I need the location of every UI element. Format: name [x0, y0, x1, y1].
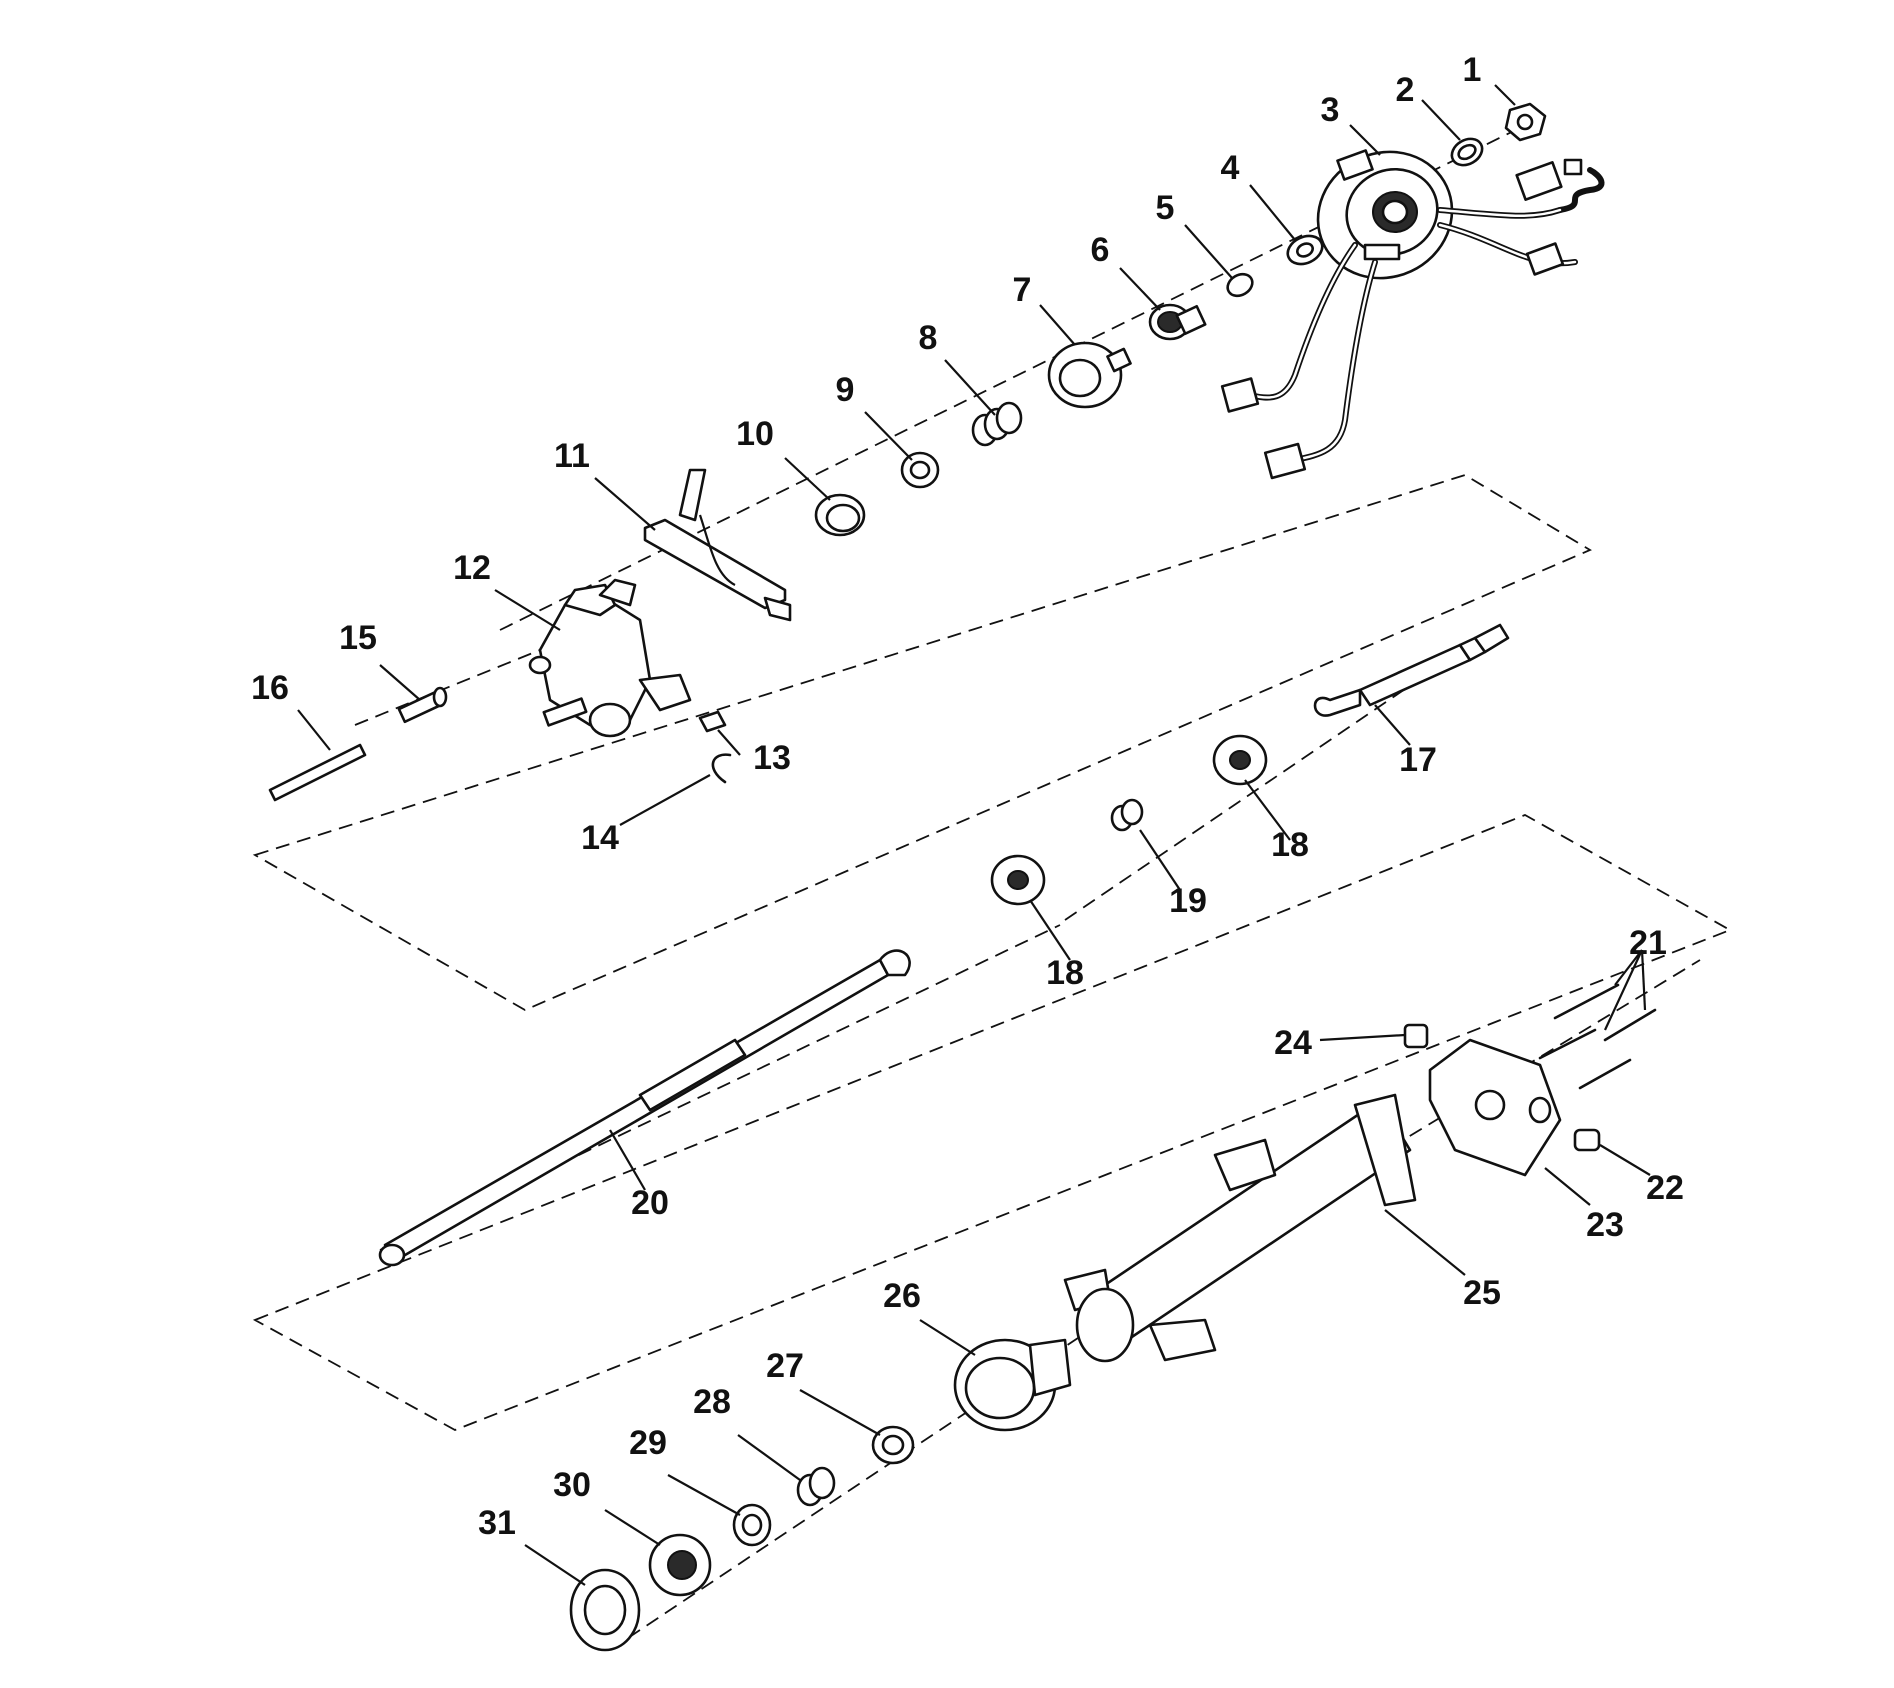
part-centering-sphere: [1212, 734, 1268, 786]
part-lock-housing: [528, 578, 692, 738]
part-shim: [732, 1503, 772, 1547]
callout-21: 21: [1629, 924, 1667, 962]
callout-25: 25: [1463, 1274, 1501, 1312]
callout-8: 8: [919, 319, 938, 357]
part-nut: [1504, 102, 1547, 142]
group-box-jacket-assembly: [252, 814, 1733, 1431]
part-spring: [796, 1466, 836, 1507]
callout-6: 6: [1091, 231, 1110, 269]
part-retaining-ring: [1450, 137, 1484, 167]
part-bearing: [569, 1568, 641, 1652]
part-lock-bolt: [698, 710, 727, 733]
callout-18: 18: [1046, 954, 1084, 992]
part-bearing-race: [900, 451, 940, 489]
callout-22: 22: [1646, 1169, 1684, 1207]
callout-7: 7: [1013, 271, 1032, 309]
callout-2: 2: [1396, 71, 1415, 109]
callout-12: 12: [453, 549, 491, 587]
part-centering-sphere: [990, 854, 1046, 906]
part-bushing: [1573, 1128, 1601, 1152]
part-actuator-sector: [1148, 303, 1207, 341]
callout-1: 1: [1463, 51, 1482, 89]
part-upper-steering-shaft: [1313, 623, 1510, 717]
callout-10: 10: [736, 415, 774, 453]
part-wire-harness-bracket: [643, 468, 792, 622]
part-lower-steering-shaft: [378, 949, 911, 1267]
callout-31: 31: [478, 1504, 516, 1542]
callout-5: 5: [1156, 189, 1175, 227]
callout-19: 19: [1169, 882, 1207, 920]
part-rack-preload-pin: [397, 686, 448, 724]
part-bushing: [1403, 1023, 1429, 1049]
callout-23: 23: [1586, 1206, 1624, 1244]
part-bearing-retainer: [648, 1533, 712, 1597]
part-spring-clip: [711, 753, 732, 784]
part-washer: [1286, 234, 1324, 266]
part-column-housing: [1428, 1038, 1562, 1177]
group-box-shaft-assembly: [252, 474, 1592, 1012]
callout-28: 28: [693, 1383, 731, 1421]
callout-30: 30: [553, 1466, 591, 1504]
callout-20: 20: [631, 1184, 669, 1222]
callout-11: 11: [554, 437, 590, 475]
leader-lines: [297, 84, 1651, 1586]
callout-24: 24: [1274, 1024, 1312, 1062]
callout-13: 13: [753, 739, 791, 777]
callout-26: 26: [883, 1277, 921, 1315]
part-retaining-ring: [1226, 272, 1254, 298]
part-bushing: [871, 1425, 915, 1465]
callout-27: 27: [766, 1347, 804, 1385]
callout-15: 15: [339, 619, 377, 657]
part-spring: [971, 401, 1023, 447]
callout-9: 9: [836, 371, 855, 409]
part-coil-assembly: [1220, 149, 1605, 480]
callout-17: 17: [1399, 741, 1437, 779]
callout-labels: 1 2 3 4 5 6 7 8 9 10 11 12 13 14 15 16 1…: [251, 51, 1684, 1542]
part-steering-column-jacket: [1063, 1093, 1417, 1363]
part-rack-preload-spring: [268, 743, 367, 802]
callout-3: 3: [1321, 91, 1340, 129]
callout-4: 4: [1221, 149, 1240, 187]
callout-14: 14: [581, 819, 619, 857]
part-joint-preload-spring: [1110, 798, 1144, 832]
part-turn-signal-cam: [1047, 341, 1132, 409]
part-bearing: [814, 493, 866, 537]
part-bolt: [1538, 983, 1657, 1090]
part-bearing-housing: [953, 1338, 1072, 1432]
callout-29: 29: [629, 1424, 667, 1462]
callout-16: 16: [251, 669, 289, 707]
callout-18: 18: [1271, 826, 1309, 864]
